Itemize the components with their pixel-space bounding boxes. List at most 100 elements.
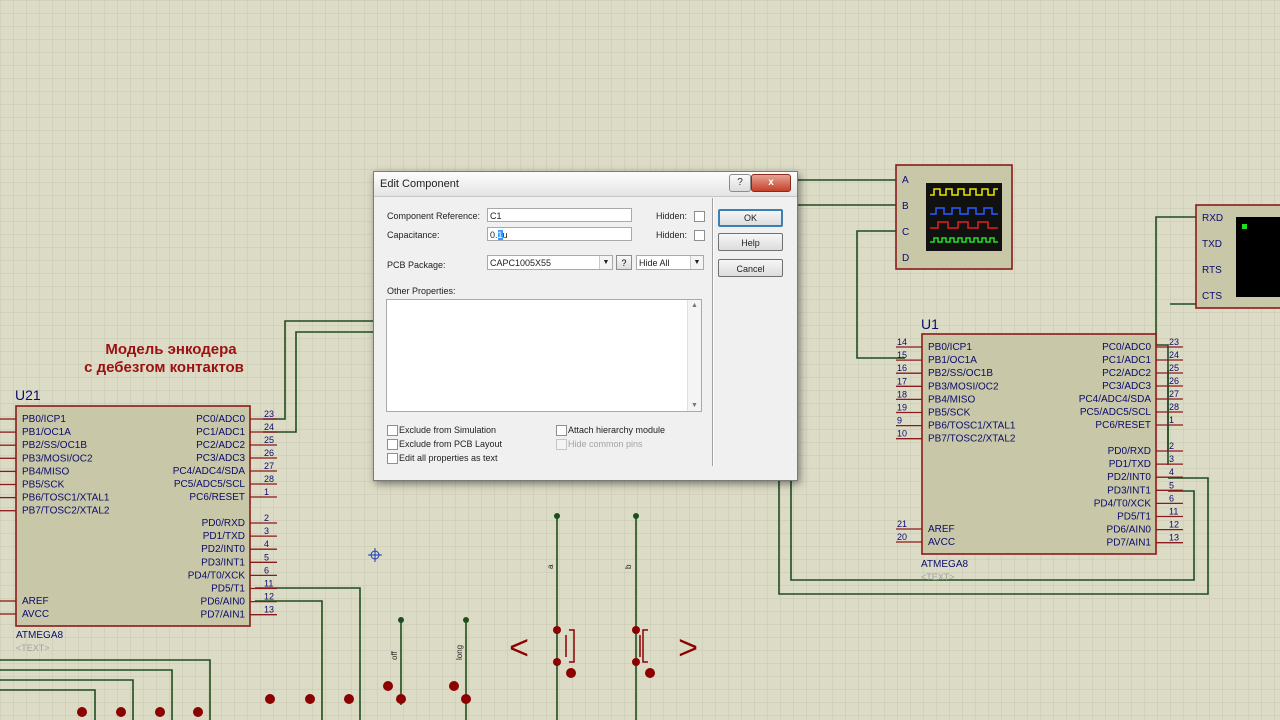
virtual-terminal[interactable]: RXD TXD RTS CTS	[1195, 204, 1280, 309]
scroll-down-icon[interactable]: ▼	[691, 402, 698, 409]
u21-pin-number: 1	[264, 487, 269, 497]
help-button[interactable]: Help	[718, 233, 783, 251]
u21-pin-number: 2	[264, 513, 269, 523]
u1-pin-label: PB5/SCK	[928, 408, 971, 419]
u21-pin-number: 6	[264, 565, 269, 575]
ok-button[interactable]: OK	[718, 209, 783, 227]
hide-all-select[interactable]: Hide All ▼	[636, 255, 704, 270]
u21-pin-label: PD5/T1	[211, 584, 245, 595]
annotation-line-2: с дебезгом контактов	[84, 359, 244, 376]
scroll-up-icon[interactable]: ▲	[691, 302, 698, 309]
u21-pin-label: PC0/ADC0	[196, 414, 245, 425]
u1-left-pins: PB0/ICP114PB1/OC1A15PB2/SS/OC1B16PB3/MOS…	[896, 337, 1016, 548]
u1-pin-number: 5	[1169, 480, 1174, 490]
component-reference-input[interactable]: C1	[487, 208, 632, 222]
u21-pin-label: PC2/ADC2	[196, 440, 245, 451]
u21-pin-number: 5	[264, 552, 269, 562]
u1-pin-number: 26	[1169, 376, 1179, 386]
u21-pin-label: PB1/OC1A	[22, 427, 71, 438]
u21-pin-number: 27	[264, 461, 274, 471]
capacitance-hidden-checkbox[interactable]	[694, 230, 705, 241]
scope-traces	[930, 188, 998, 243]
exclude-pcb-checkbox[interactable]	[387, 439, 398, 450]
probe-label-off: off	[390, 650, 399, 660]
u1-pin-label: PB4/MISO	[928, 394, 975, 405]
terminal-pin-rxd: RXD	[1202, 213, 1223, 224]
pcb-package-select[interactable]: CAPC1005X55 ▼	[487, 255, 613, 270]
u21-pin-label: AREF	[22, 596, 49, 607]
terminal-pin-txd: TXD	[1202, 239, 1222, 250]
u1-ref: U1	[921, 316, 939, 332]
hide-common-pins-label: Hide common pins	[568, 439, 643, 449]
u21-pin-label: PD4/T0/XCK	[188, 570, 246, 581]
crosshair-icon	[368, 548, 382, 562]
terminal-led	[1242, 224, 1247, 229]
probe-label-long: long	[455, 645, 464, 660]
u21-pin-label: PD0/RXD	[202, 518, 245, 529]
scope-channel-a: A	[902, 175, 909, 186]
exclude-simulation-label: Exclude from Simulation	[399, 425, 497, 435]
u21-pin-label: PD7/AIN1	[201, 610, 246, 621]
u21-pin-number: 25	[264, 435, 274, 445]
cancel-button[interactable]: Cancel	[718, 259, 783, 277]
pcb-package-help-button[interactable]: ?	[616, 255, 632, 270]
u1-pin-number: 17	[897, 376, 907, 386]
u1-pin-label: PD7/AIN1	[1107, 538, 1152, 549]
hide-common-pins-checkbox	[556, 439, 567, 450]
reference-hidden-checkbox[interactable]	[694, 211, 705, 222]
u1-pin-label: PC3/ADC3	[1102, 381, 1151, 392]
terminal-pin-cts: CTS	[1202, 291, 1222, 302]
other-properties-textarea[interactable]: ▲ ▼	[386, 299, 702, 412]
u21-pin-label: PC1/ADC1	[196, 427, 245, 438]
pcb-package-label: PCB Package:	[387, 260, 446, 270]
exclude-pcb-label: Exclude from PCB Layout	[399, 439, 503, 449]
u21-pin-number: 4	[264, 539, 269, 549]
u21-pin-label: PC3/ADC3	[196, 453, 245, 464]
u1-pin-number: 18	[897, 389, 907, 399]
capacitance-hidden-label: Hidden:	[656, 230, 688, 240]
u21-pin-label: PC4/ADC4/SDA	[173, 466, 246, 477]
edit-all-props-checkbox[interactable]	[387, 453, 398, 464]
u1-pin-label: PC1/ADC1	[1102, 355, 1151, 366]
terminal-screen	[1236, 217, 1280, 297]
attach-hierarchy-checkbox[interactable]	[556, 425, 567, 436]
u21-ref: U21	[15, 387, 41, 403]
exclude-simulation-checkbox[interactable]	[387, 425, 398, 436]
u1-pin-number: 12	[1169, 520, 1179, 530]
terminal-pin-rts: RTS	[1202, 265, 1222, 276]
attach-hierarchy-label: Attach hierarchy module	[568, 425, 666, 435]
capacitance-value-selected: 1	[497, 230, 503, 240]
component-u21[interactable]: U21 ATMEGA8 <TEXT> PB0/ICP1PB1/OC1APB2/S…	[0, 387, 277, 653]
dialog-title: Edit Component	[380, 178, 459, 190]
u1-pin-number: 24	[1169, 350, 1179, 360]
u1-pin-number: 10	[897, 429, 907, 439]
u1-text-tag: <TEXT>	[921, 572, 955, 582]
capacitance-value-post: u	[502, 230, 508, 240]
u1-pin-label: PB0/ICP1	[928, 342, 972, 353]
u1-pin-label: PB2/SS/OC1B	[928, 368, 993, 379]
u21-text-tag: <TEXT>	[16, 643, 50, 653]
u1-pin-label: PD6/AIN0	[1107, 525, 1152, 536]
component-u1[interactable]: U1 ATMEGA8 <TEXT> PB0/ICP114PB1/OC1A15PB…	[896, 316, 1183, 582]
reference-hidden-label: Hidden:	[656, 211, 688, 221]
dialog-titlebar[interactable]: Edit Component ? x	[374, 172, 797, 197]
u1-pin-label: PD1/TXD	[1109, 459, 1151, 470]
textarea-scrollbar[interactable]: ▲ ▼	[687, 300, 701, 411]
u1-pin-number: 6	[1169, 493, 1174, 503]
u21-pin-label: PB2/SS/OC1B	[22, 440, 87, 451]
title-close-button[interactable]: x	[751, 174, 791, 192]
component-reference-label: Component Reference:	[387, 211, 481, 221]
hide-all-value: Hide All	[639, 258, 670, 268]
right-arrow: >	[678, 629, 698, 667]
u1-pin-number: 4	[1169, 467, 1174, 477]
oscilloscope[interactable]: A B C D	[895, 164, 1013, 270]
u1-pin-label: AREF	[928, 524, 955, 535]
title-help-button[interactable]: ?	[729, 174, 751, 192]
u21-pin-label: PB6/TOSC1/XTAL1	[22, 493, 110, 504]
u21-pin-label: PB3/MOSI/OC2	[22, 453, 93, 464]
push-buttons	[565, 629, 648, 663]
capacitance-input[interactable]: 0.1u	[487, 227, 632, 241]
junctions	[77, 513, 655, 717]
capacitance-label: Capacitance:	[387, 230, 440, 240]
u1-pin-number: 28	[1169, 402, 1179, 412]
